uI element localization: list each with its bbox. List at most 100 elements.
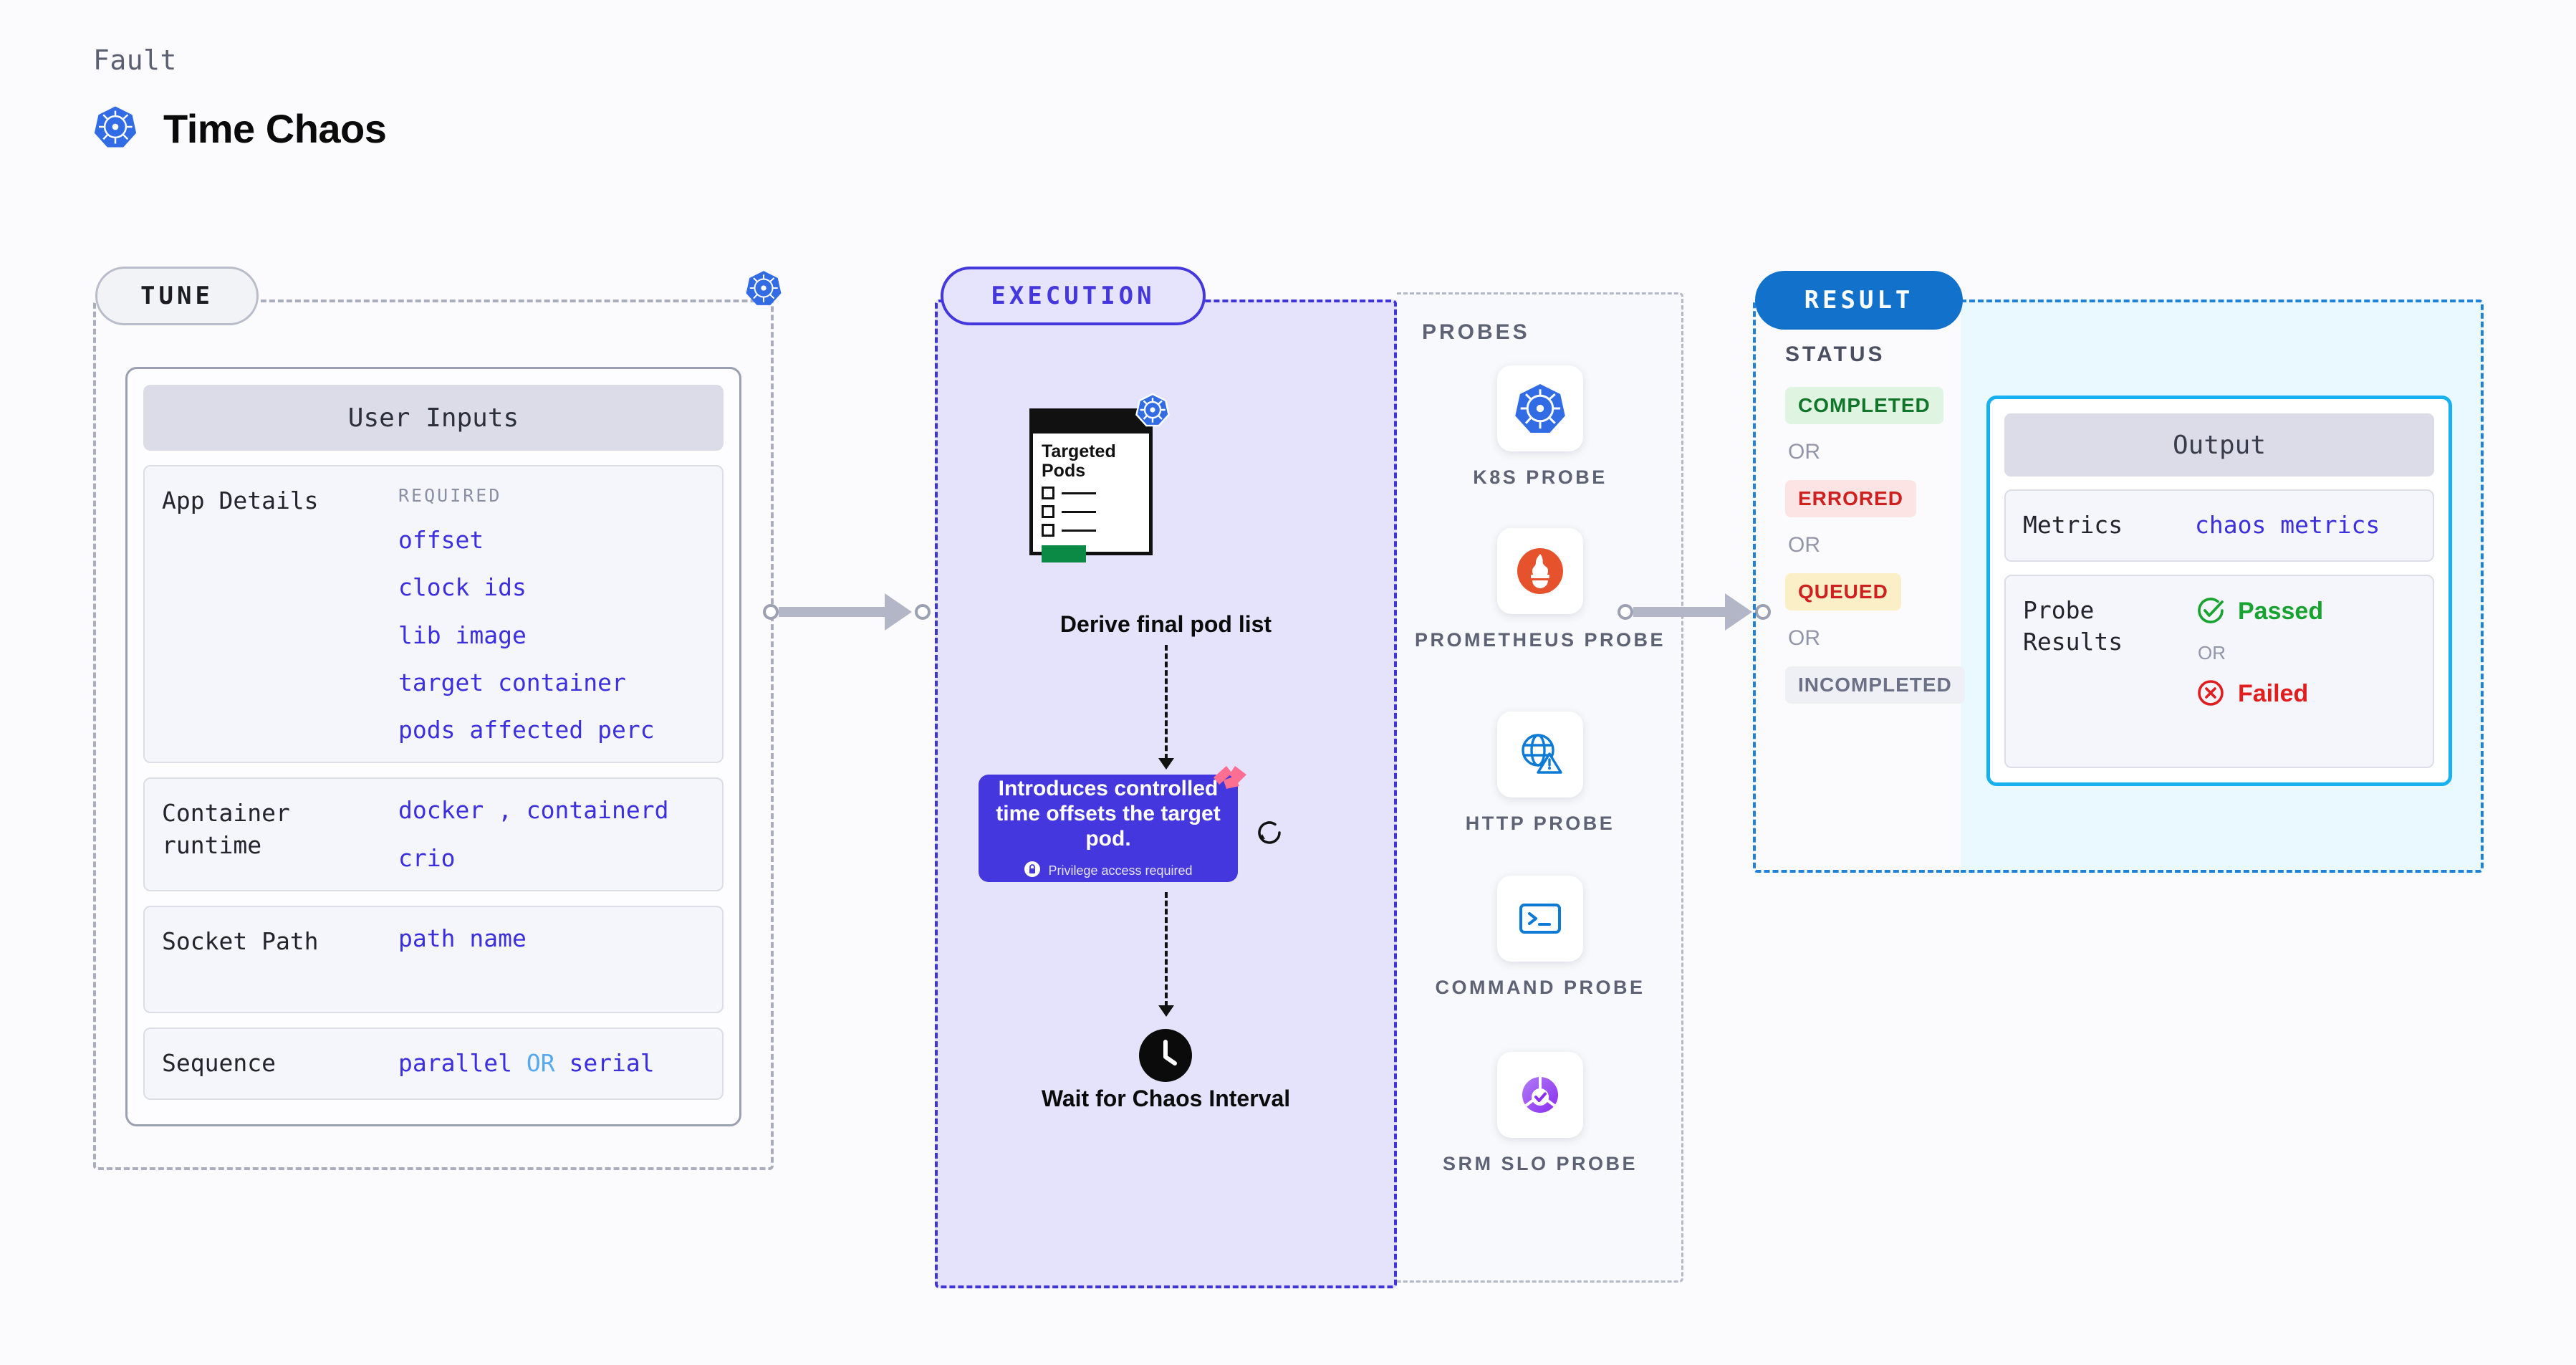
derive-pod-list-caption: Derive final pod list — [1059, 611, 1272, 637]
status-or: OR — [1788, 440, 1820, 464]
srm-slo-donut-icon — [1497, 1052, 1583, 1138]
row-value: path name — [398, 924, 527, 953]
required-label: REQUIRED — [398, 485, 502, 506]
checkbox-icon — [1042, 487, 1054, 499]
connector-endpoint — [915, 604, 931, 620]
output-title: Output — [2004, 413, 2434, 476]
checkbox-icon — [1042, 505, 1054, 518]
title-row: Time Chaos — [93, 105, 387, 152]
row-key: App Details — [162, 487, 319, 514]
list-item — [1042, 487, 1142, 499]
probe-http[interactable]: HTTP PROBE — [1397, 712, 1683, 836]
passed-label: Passed — [2238, 598, 2324, 626]
document-topbar — [1033, 412, 1149, 434]
wait-interval-caption: Wait for Chaos Interval — [1041, 1086, 1291, 1111]
failed-label: Failed — [2238, 680, 2309, 708]
kubernetes-icon — [93, 105, 138, 152]
terminal-icon — [1497, 876, 1583, 962]
table-row: Container runtime docker , containerd cr… — [143, 777, 724, 892]
probe-label: HTTP PROBE — [1465, 813, 1615, 834]
connector-arrowhead — [1725, 593, 1752, 631]
privilege-note: Privilege access required — [1024, 861, 1193, 881]
table-row: Probe Results Passed OR — [2004, 574, 2434, 768]
list-item — [1042, 524, 1142, 537]
kubernetes-icon — [745, 269, 782, 310]
row-value: chaos metrics — [2195, 511, 2380, 540]
probe-command[interactable]: COMMAND PROBE — [1397, 876, 1683, 1000]
status-badge: QUEUED — [1785, 573, 1901, 610]
probe-prometheus[interactable]: PROMETHEUS PROBE — [1397, 528, 1683, 653]
connector-execution-result — [1618, 593, 1771, 631]
row-key: Probe Results — [2023, 595, 2123, 656]
http-globe-warning-icon — [1497, 712, 1583, 798]
row-value: pods affected perc — [398, 716, 655, 744]
status-list: COMPLETED OR ERRORED OR QUEUED OR INCOMP… — [1785, 387, 1965, 704]
table-row: Metrics chaos metrics — [2004, 489, 2434, 562]
fault-description-text: Introduces controlled time offsets the t… — [996, 777, 1221, 851]
probe-result-failed: Failed — [2195, 677, 2323, 712]
table-row: Socket Path path name — [143, 906, 724, 1014]
status-or: OR — [1788, 626, 1820, 650]
list-item — [1042, 505, 1142, 518]
kubernetes-icon — [1135, 393, 1170, 430]
sequence-b: serial — [569, 1049, 655, 1078]
progress-bar — [1042, 545, 1086, 562]
check-circle-icon — [2195, 595, 2226, 629]
fault-label: Fault — [93, 44, 177, 76]
probe-k8s[interactable]: K8S PROBE — [1397, 365, 1683, 490]
targeted-pods-card: Targeted Pods — [1029, 393, 1170, 562]
connector-line — [1633, 607, 1726, 617]
row-key: Container runtime — [162, 799, 290, 860]
line-placeholder — [1062, 529, 1096, 532]
status-badge: COMPLETED — [1785, 387, 1943, 424]
privilege-note-text: Privilege access required — [1048, 863, 1193, 878]
status-or: OR — [1788, 533, 1820, 557]
result-pill[interactable]: RESULT — [1755, 271, 1963, 330]
row-value: parallel OR serial — [398, 1050, 655, 1076]
probe-label: SRM SLO PROBE — [1442, 1153, 1638, 1174]
row-value: docker , containerd — [398, 796, 669, 825]
row-value: crio — [398, 843, 456, 872]
probe-label: K8S PROBE — [1473, 466, 1607, 488]
line-placeholder — [1062, 492, 1096, 494]
sequence-or: OR — [526, 1049, 555, 1078]
table-row: Sequence parallel OR serial — [143, 1028, 724, 1100]
flow-arrowhead — [1158, 758, 1174, 770]
status-badge: ERRORED — [1785, 480, 1917, 517]
user-inputs-card: User Inputs App Details REQUIRED offset … — [125, 367, 741, 1126]
fault-description-card: Introduces controlled time offsets the t… — [979, 766, 1246, 882]
status-label: STATUS — [1785, 343, 1885, 366]
row-key: Metrics — [2023, 511, 2123, 539]
targeted-pods-title: Targeted Pods — [1042, 441, 1116, 481]
connector-arrowhead — [885, 593, 912, 631]
row-key: Sequence — [162, 1049, 276, 1078]
flow-connector — [1165, 892, 1168, 1007]
flow-arrowhead — [1158, 1005, 1174, 1017]
page-header: Fault Time Chaos — [93, 44, 387, 152]
checkbox-icon — [1042, 524, 1054, 537]
row-value: lib image — [398, 621, 527, 649]
x-circle-icon — [2195, 677, 2226, 712]
user-inputs-title: User Inputs — [143, 385, 724, 451]
kubernetes-icon — [1497, 365, 1583, 451]
tune-region — [93, 300, 774, 1170]
flow-connector — [1165, 645, 1168, 760]
document-shape: Targeted Pods — [1029, 408, 1153, 562]
row-value: target container — [398, 668, 626, 696]
sequence-a: parallel — [398, 1049, 512, 1078]
row-value: offset — [398, 526, 484, 554]
probes-label: PROBES — [1422, 320, 1530, 344]
page-title: Time Chaos — [163, 105, 387, 151]
execution-pill[interactable]: EXECUTION — [941, 267, 1206, 325]
retry-icon[interactable] — [1254, 817, 1285, 851]
connector-endpoint — [1618, 604, 1633, 620]
probe-result-or: OR — [2198, 641, 2226, 664]
clock-icon — [1139, 1029, 1192, 1085]
row-key: Socket Path — [162, 927, 319, 956]
probe-srm-slo[interactable]: SRM SLO PROBE — [1397, 1052, 1683, 1177]
row-value: clock ids — [398, 573, 527, 602]
connector-line — [779, 607, 886, 617]
tune-pill[interactable]: TUNE — [95, 267, 259, 325]
table-row: App Details REQUIRED offset clock ids li… — [143, 465, 724, 764]
prometheus-icon — [1497, 528, 1583, 614]
